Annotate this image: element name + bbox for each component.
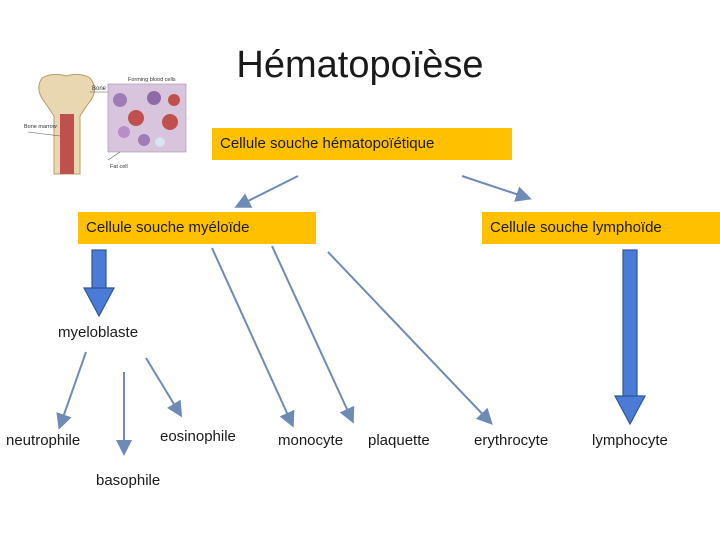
- arrow-to-erythrocyte: [327, 251, 493, 425]
- fat-cell-label: Fat cell: [110, 164, 128, 170]
- label-monocyte: monocyte: [278, 432, 344, 449]
- label-plaquette: plaquette: [368, 432, 430, 449]
- block-arrow-lymphocyte: [613, 249, 647, 426]
- label-neutrophile: neutrophile: [6, 432, 81, 449]
- box-hematopoietic-stem-cell: Cellule souche hématopoïétique: [212, 128, 512, 160]
- arrow-to-lymphoid: [461, 175, 532, 202]
- arrow-to-neutrophile: [56, 351, 87, 430]
- arrow-to-monocyte: [211, 247, 295, 428]
- arrow-to-myeloid: [234, 175, 299, 208]
- forming-blood-cells-label: Forming blood cells: [128, 77, 176, 83]
- label-myeloblaste: myeloblaste: [58, 324, 139, 341]
- label-basophile: basophile: [96, 472, 161, 489]
- bone-label: Bone: [92, 86, 107, 92]
- bone-marrow-illustration: Bone Forming blood cells Bone marrow Fat…: [24, 73, 187, 175]
- block-arrow-myeloblaste: [82, 249, 116, 318]
- box-lymphoid-stem-cell: Cellule souche lymphoïde: [482, 212, 720, 244]
- diagram-title: Hématopoïèse: [236, 44, 484, 86]
- label-lymphocyte: lymphocyte: [592, 432, 668, 449]
- label-eosinophile: eosinophile: [160, 428, 236, 445]
- marrow-cavity: [60, 114, 74, 174]
- bone-marrow-label: Bone marrow: [24, 124, 57, 130]
- arrow-to-eosinophile: [145, 357, 183, 418]
- box-myeloid-stem-cell: Cellule souche myéloïde: [78, 212, 316, 244]
- arrow-to-plaquette: [271, 245, 355, 424]
- label-erythrocyte: erythrocyte: [474, 432, 549, 449]
